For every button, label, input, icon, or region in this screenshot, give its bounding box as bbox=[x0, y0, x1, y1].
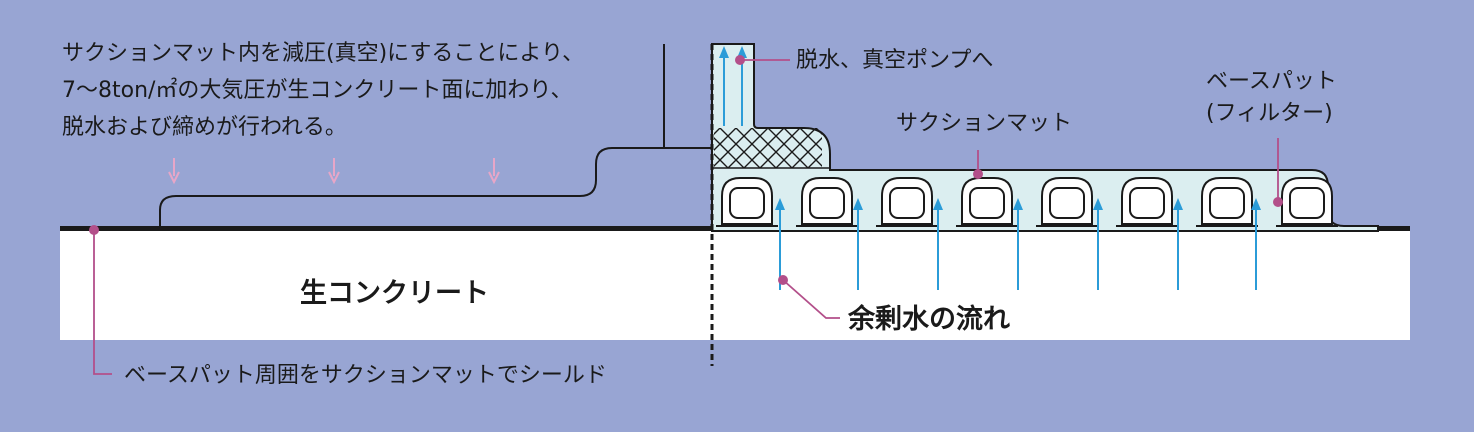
pump-label: 脱水、真空ポンプへ bbox=[796, 48, 993, 73]
water-arrow bbox=[853, 198, 863, 290]
water-arrow bbox=[1013, 198, 1023, 290]
leader-dots bbox=[89, 55, 1283, 285]
concrete-label: 生コンクリート bbox=[300, 278, 489, 309]
water-arrow bbox=[1173, 198, 1183, 290]
suction-mat-outline-left bbox=[159, 147, 712, 226]
water-arrow bbox=[1251, 198, 1261, 290]
base-pad-cell bbox=[796, 177, 858, 227]
base-pad-cell bbox=[956, 177, 1018, 227]
suction-mat-label: サクションマット bbox=[896, 111, 1072, 136]
base-pad-cell bbox=[1116, 177, 1178, 227]
base-pad-cell bbox=[1036, 177, 1098, 227]
base-pad-cell bbox=[1276, 177, 1338, 227]
water-arrow bbox=[933, 198, 943, 290]
base-surface-left bbox=[60, 226, 712, 231]
shield-label: ベースパット周囲をサクションマットでシールド bbox=[124, 363, 607, 388]
base-pad-label-2: (フィルター) bbox=[1206, 101, 1333, 126]
base-pad-label-1: ベースパット bbox=[1206, 69, 1337, 94]
leader-lines bbox=[93, 59, 1279, 375]
description-line-3: 脱水および締めが行われる。 bbox=[62, 115, 347, 140]
base-pad-cell bbox=[1196, 177, 1258, 227]
water-flow-label: 余剰水の流れ bbox=[847, 303, 1010, 335]
water-flow-arrows bbox=[775, 198, 1261, 290]
base-pad-cell bbox=[716, 177, 778, 227]
pressure-arrows bbox=[168, 158, 500, 185]
base-pad-cell bbox=[876, 177, 938, 227]
base-surface-right-end bbox=[1378, 226, 1410, 231]
base-pad-cells bbox=[716, 177, 1338, 227]
filter-hatch bbox=[714, 128, 822, 168]
water-arrow bbox=[1093, 198, 1103, 290]
description-line-1: サクションマット内を減圧(真空)にすることにより、 bbox=[62, 41, 584, 66]
concrete-slab bbox=[60, 230, 1410, 340]
description-line-2: 7〜8ton/㎡の大気圧が生コンクリート面に加わり、 bbox=[62, 77, 573, 103]
